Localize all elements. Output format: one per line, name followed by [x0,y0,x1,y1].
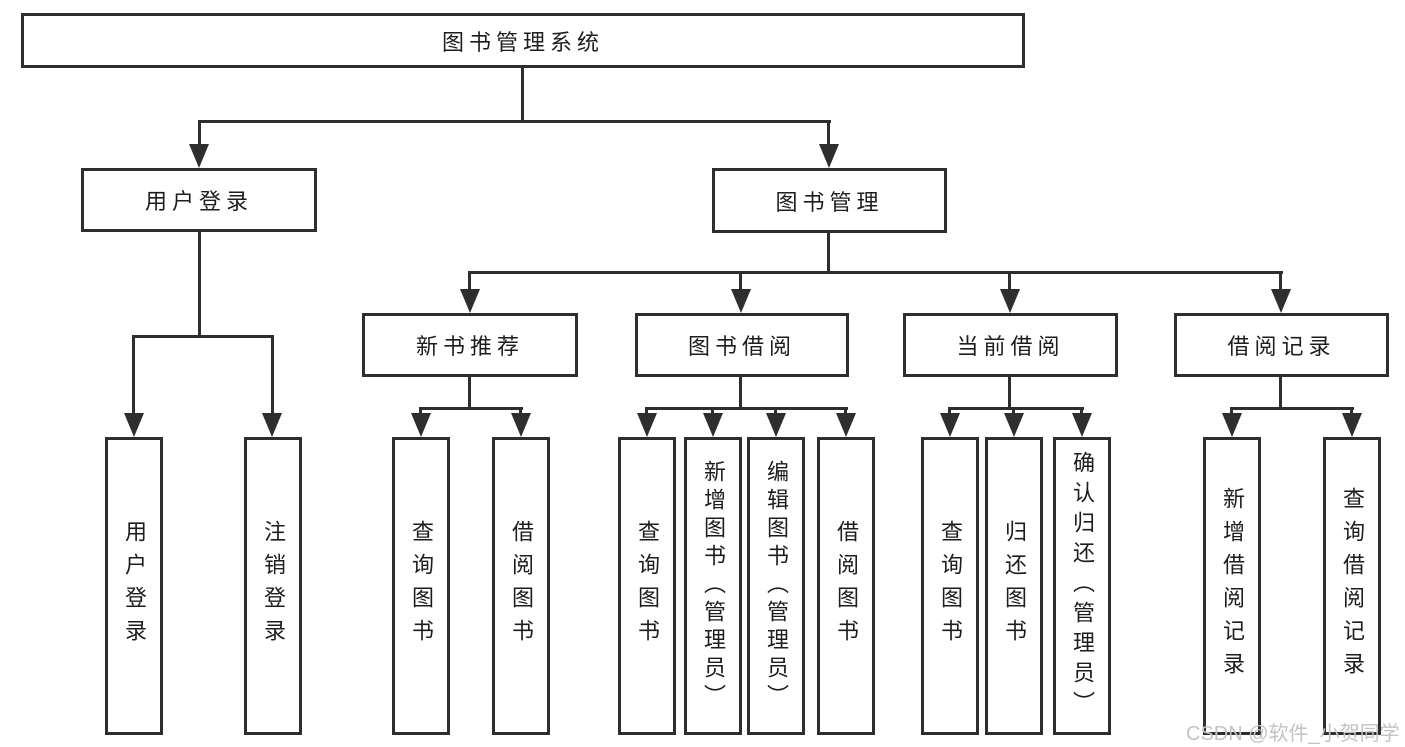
connector-bookmgmt-drop-4 [1279,271,1282,293]
connector-root-stem [521,68,524,122]
connector-borrowing-drop-1 [645,407,648,417]
connector-newbook-splitter [419,407,523,410]
connector-newbook-drop-1 [419,407,422,417]
connector-current-stem [1008,377,1011,409]
node-current-borrowing: 当前借阅 [903,313,1118,377]
leaf-query-books-current: 查询图书 [921,437,979,735]
arrow-down-icon [1271,289,1291,313]
connector-records-stem [1279,377,1282,409]
leaf-add-book-admin: 新增图书（管理员） [684,437,742,735]
connector-current-drop-1 [948,407,951,417]
leaf-return-books-label: 归还图书 [1002,520,1027,652]
arrow-down-icon [124,413,144,437]
arrow-down-icon [511,413,531,437]
leaf-query-books-borrowing: 查询图书 [618,437,676,735]
leaf-add-borrow-record: 新增借阅记录 [1203,437,1261,735]
watermark: CSDN @软件_小贺同学 [1186,723,1400,745]
connector-userlogin-splitter [132,335,274,338]
arrow-down-icon [637,413,657,437]
leaf-confirm-return-admin: 确认归还（管理员） [1053,437,1111,735]
connector-bookmgmt-drop-1 [468,271,471,293]
leaf-query-borrow-record-label: 查询借阅记录 [1340,487,1365,685]
connector-current-drop-2 [1012,407,1015,417]
arrow-down-icon [940,413,960,437]
connector-userlogin-drop-2 [271,335,274,417]
leaf-edit-book-admin-label: 编辑图书（管理员） [764,460,789,712]
leaf-user-login-label: 用户登录 [122,520,147,652]
leaf-query-books-current-label: 查询图书 [938,520,963,652]
arrow-down-icon [836,413,856,437]
connector-borrowing-drop-4 [844,407,847,417]
connector-current-drop-3 [1080,407,1083,417]
connector-root-left-drop [198,120,201,150]
node-new-book-recommendation: 新书推荐 [362,313,578,377]
arrow-down-icon [262,413,282,437]
leaf-borrow-books-recommend: 借阅图书 [492,437,550,735]
node-library-system-label: 图书管理系统 [441,29,604,55]
connector-borrowing-drop-3 [774,407,777,417]
leaf-return-books: 归还图书 [985,437,1043,735]
connector-bookmgmt-drop-2 [739,271,742,293]
connector-records-splitter [1230,407,1354,410]
connector-bookmgmt-splitter [468,271,1283,274]
connector-records-drop-1 [1230,407,1233,417]
node-user-login-label: 用户登录 [144,189,253,214]
connector-borrowing-splitter [645,407,848,410]
arrow-down-icon [411,413,431,437]
arrow-down-icon [703,413,723,437]
node-new-book-recommendation-label: 新书推荐 [415,334,524,359]
arrow-down-icon [460,289,480,313]
node-user-login: 用户登录 [81,168,317,232]
node-book-management: 图书管理 [712,168,947,233]
leaf-query-borrow-record: 查询借阅记录 [1323,437,1381,735]
leaf-edit-book-admin: 编辑图书（管理员） [747,437,805,735]
connector-userlogin-drop-1 [132,335,135,417]
node-book-management-label: 图书管理 [775,189,884,215]
arrow-down-icon [819,144,839,168]
leaf-add-borrow-record-label: 新增借阅记录 [1220,487,1245,685]
connector-root-right-drop [827,120,830,150]
connector-borrowing-drop-2 [711,407,714,417]
connector-bookmgmt-stem [827,233,830,273]
leaf-confirm-return-admin-label: 确认归还（管理员） [1070,451,1095,721]
leaf-borrow-books-borrowing-label: 借阅图书 [834,520,859,652]
connector-current-splitter [948,407,1084,410]
leaf-borrow-books-borrowing: 借阅图书 [817,437,875,735]
arrow-down-icon [1004,413,1024,437]
connector-newbook-drop-2 [519,407,522,417]
connector-records-drop-2 [1350,407,1353,417]
node-book-borrowing: 图书借阅 [635,313,849,377]
node-borrowing-records: 借阅记录 [1174,313,1389,377]
leaf-logout-label: 注销登录 [261,520,286,652]
arrow-down-icon [766,413,786,437]
connector-bookmgmt-drop-3 [1008,271,1011,293]
arrow-down-icon [1072,413,1092,437]
leaf-add-book-admin-label: 新增图书（管理员） [701,460,726,712]
arrow-down-icon [189,144,209,168]
connector-borrowing-stem [739,377,742,409]
leaf-user-login: 用户登录 [105,437,163,735]
leaf-query-books-recommend-label: 查询图书 [409,520,434,652]
leaf-borrow-books-recommend-label: 借阅图书 [509,520,534,652]
node-current-borrowing-label: 当前借阅 [956,334,1065,359]
leaf-logout: 注销登录 [244,437,302,735]
arrow-down-icon [1222,413,1242,437]
arrow-down-icon [1342,413,1362,437]
node-library-system: 图书管理系统 [21,13,1025,68]
leaf-query-books-recommend: 查询图书 [392,437,450,735]
leaf-query-books-borrowing-label: 查询图书 [635,520,660,652]
connector-root-splitter [198,120,831,123]
node-book-borrowing-label: 图书借阅 [687,334,796,359]
arrow-down-icon [731,289,751,313]
node-borrowing-records-label: 借阅记录 [1227,334,1336,359]
arrow-down-icon [1000,289,1020,313]
connector-newbook-stem [468,377,471,409]
connector-userlogin-stem [198,232,201,338]
